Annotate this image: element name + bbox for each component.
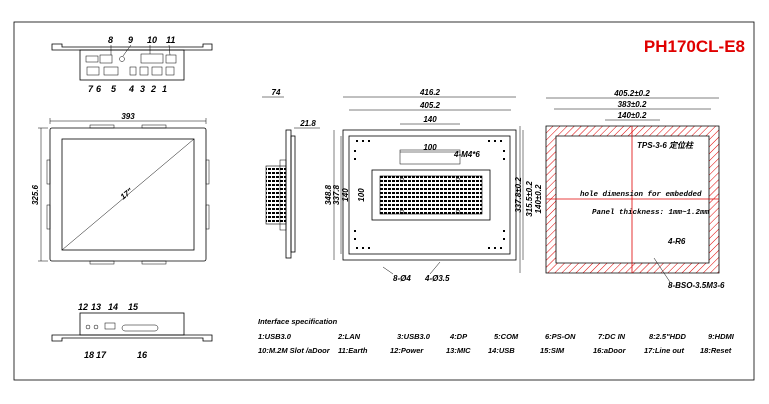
top-port-view: 8 9 10 11 7 6 5 4 3 2 1	[51, 35, 213, 94]
callout-16: 16	[137, 350, 148, 360]
rear-height-vesa: 100	[357, 188, 366, 202]
rear-view: 416.2 405.2 140 100 4-M4*6 348.8 337.8 1…	[324, 88, 524, 283]
rear-width-mount: 140	[423, 115, 437, 124]
callout-6: 6	[96, 84, 102, 94]
front-height-dim: 325.6	[31, 184, 40, 205]
interface-heading: Interface specification	[258, 317, 338, 326]
bottom-port-view: 12 13 14 15 18 17 16	[51, 302, 213, 360]
callout-7: 7	[88, 84, 94, 94]
callout-2: 2	[150, 84, 156, 94]
callout-1: 1	[162, 84, 167, 94]
cutout-radius-label: 4-R6	[667, 237, 686, 246]
interface-r1-6: 6:PS-ON	[545, 332, 576, 341]
front-view: 393 17" 325.6	[31, 112, 210, 265]
cutout-note-line1: hole dimension for embedded	[580, 191, 702, 199]
interface-r1-1: 1:USB3.0	[258, 332, 292, 341]
callout-12: 12	[78, 302, 88, 312]
interface-r1-9: 9:HDMI	[708, 332, 735, 341]
interface-r2-6: 15:SIM	[540, 346, 565, 355]
rear-height-inner: 337.8	[332, 184, 341, 205]
callout-17: 17	[96, 350, 107, 360]
cutout-width-3: 140±0.2	[618, 111, 647, 120]
rear-vesa-holes: 4-M4*6	[453, 150, 480, 159]
rear-vesa-dim: 100	[423, 143, 437, 152]
cutout-height-2: 315.5±0.2	[525, 181, 534, 217]
callout-18: 18	[84, 350, 94, 360]
interface-r2-1: 10:M.2M Slot /aDoor	[258, 346, 331, 355]
cutout-view: 405.2±0.2 383±0.2 140±0.2 TPS-3-6 定位柱 ho…	[519, 89, 725, 290]
interface-r2-9: 18:Reset	[700, 346, 732, 355]
rear-hole-label-1: 8-Ø4	[393, 274, 411, 283]
rear-hole-label-2: 4-Ø3.5	[424, 274, 450, 283]
cutout-bso-label: 8-BSO-3.5M3-6	[668, 281, 725, 290]
cutout-tps-label: TPS-3-6 定位柱	[637, 141, 695, 150]
callout-3: 3	[140, 84, 145, 94]
callout-11: 11	[166, 35, 175, 45]
interface-r2-2: 11:Earth	[338, 346, 368, 355]
rear-width-outer: 416.2	[419, 88, 441, 97]
interface-r1-3: 3:USB3.0	[397, 332, 431, 341]
side-depth2-dim: 21.8	[299, 119, 316, 128]
interface-r1-5: 5:COM	[494, 332, 519, 341]
callout-15: 15	[128, 302, 139, 312]
callout-14: 14	[108, 302, 118, 312]
interface-r2-8: 17:Line out	[644, 346, 685, 355]
rear-width-inner: 405.2	[419, 101, 441, 110]
interface-r1-8: 8:2.5"HDD	[649, 332, 686, 341]
callout-13: 13	[91, 302, 101, 312]
front-screen-size: 17"	[119, 186, 135, 201]
interface-r1-4: 4:DP	[449, 332, 468, 341]
interface-r2-5: 14:USB	[488, 346, 515, 355]
model-title: PH170CL-E8	[644, 37, 745, 56]
callout-10: 10	[147, 35, 157, 45]
rear-height-right: 337.8±0.2	[514, 177, 523, 213]
side-depth-dim: 74	[272, 88, 281, 97]
cutout-width-1: 405.2±0.2	[613, 89, 650, 98]
side-view: 74 21.8	[262, 88, 320, 259]
cutout-width-2: 383±0.2	[618, 100, 647, 109]
interface-r2-7: 16:aDoor	[593, 346, 627, 355]
callout-8: 8	[108, 35, 113, 45]
cutout-note-line2: Panel thickness: 1mm~1.2mm	[592, 209, 710, 217]
callout-4: 4	[128, 84, 134, 94]
callout-9: 9	[128, 35, 133, 45]
sheet-border	[13, 21, 755, 381]
rear-height-mount: 140	[341, 188, 350, 202]
callout-5: 5	[111, 84, 117, 94]
interface-spec: Interface specification 1:USB3.0 2:LAN 3…	[258, 317, 735, 355]
interface-r1-2: 2:LAN	[337, 332, 361, 341]
interface-r2-4: 13:MIC	[446, 346, 471, 355]
cutout-height-3: 140±0.2	[534, 184, 543, 213]
interface-r1-7: 7:DC IN	[598, 332, 626, 341]
rear-height-outer: 348.8	[324, 184, 333, 205]
front-width-dim: 393	[121, 112, 135, 121]
interface-r2-3: 12:Power	[390, 346, 424, 355]
